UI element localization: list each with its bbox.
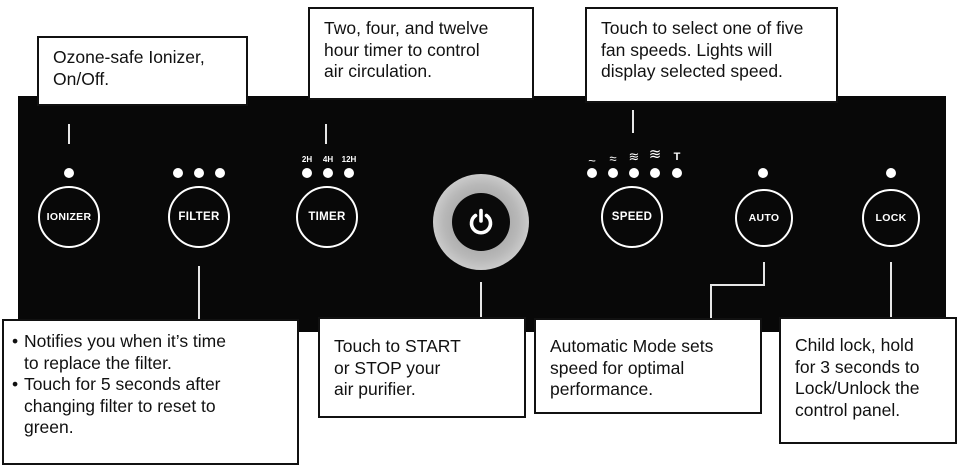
timer-button[interactable]: TIMER (296, 186, 358, 248)
speed-label-turbo: T (673, 151, 681, 163)
leader-line-power (480, 282, 482, 319)
leader-line-timer (325, 124, 327, 144)
filter-indicator-light-2 (194, 168, 204, 178)
leader-line-speed (632, 110, 634, 133)
callout-auto: Automatic Mode sets speed for optimal pe… (534, 318, 762, 414)
callout-power-text: Touch to START or STOP your air purifier… (334, 336, 461, 399)
power-button[interactable] (452, 193, 510, 251)
filter-button[interactable]: FILTER (168, 186, 230, 248)
callout-lock: Child lock, hold for 3 seconds to Lock/U… (779, 317, 957, 444)
timer-indicator-light-2h (302, 168, 312, 178)
lock-button[interactable]: LOCK (862, 189, 920, 247)
leader-line-filter (198, 266, 200, 321)
speed-indicator-light-2 (608, 168, 618, 178)
auto-indicator-light (758, 168, 768, 178)
speed-indicator-light-1 (587, 168, 597, 178)
callout-speed-text: Touch to select one of five fan speeds. … (601, 18, 804, 81)
leader-line-auto-v1 (763, 262, 765, 285)
leader-line-auto-h (710, 284, 765, 286)
timer-indicator-light-12h (344, 168, 354, 178)
callout-filter: Notifies you when it’s time to replace t… (2, 319, 299, 465)
callout-power: Touch to START or STOP your air purifier… (318, 317, 526, 418)
leader-line-lock (890, 262, 892, 319)
timer-label-4h: 4H (322, 155, 334, 164)
leader-line-ionizer (68, 124, 70, 144)
callout-auto-text: Automatic Mode sets speed for optimal pe… (550, 336, 714, 399)
callout-filter-item-2: Touch for 5 seconds after changing filte… (12, 374, 297, 439)
speed-label-2: ≈ (609, 151, 617, 166)
speed-indicator-light-3 (629, 168, 639, 178)
speed-label-1: ~ (588, 153, 596, 168)
speed-indicator-light-turbo (672, 168, 682, 178)
timer-label-12h: 12H (341, 155, 357, 164)
callout-timer: Two, four, and twelve hour timer to cont… (308, 7, 534, 100)
callout-ionizer-text: Ozone-safe Ionizer, On/Off. (53, 47, 205, 89)
callout-timer-text: Two, four, and twelve hour timer to cont… (324, 18, 489, 81)
ionizer-indicator-light (64, 168, 74, 178)
callout-filter-item-1: Notifies you when it’s time to replace t… (12, 331, 297, 374)
callout-filter-list: Notifies you when it’s time to replace t… (12, 331, 297, 439)
auto-button[interactable]: AUTO (735, 189, 793, 247)
ionizer-button[interactable]: IONIZER (38, 186, 100, 248)
speed-label-4: ≋ (648, 146, 662, 163)
filter-indicator-light-3 (215, 168, 225, 178)
leader-line-auto-v2 (710, 284, 712, 320)
callout-ionizer: Ozone-safe Ionizer, On/Off. (37, 36, 248, 106)
timer-label-2h: 2H (301, 155, 313, 164)
callout-lock-text: Child lock, hold for 3 seconds to Lock/U… (795, 335, 920, 420)
speed-indicator-light-4 (650, 168, 660, 178)
timer-indicator-light-4h (323, 168, 333, 178)
callout-speed: Touch to select one of five fan speeds. … (585, 7, 838, 103)
speed-label-3: ≋ (628, 149, 640, 164)
speed-button[interactable]: SPEED (601, 186, 663, 248)
filter-indicator-light-1 (173, 168, 183, 178)
power-icon (469, 208, 493, 235)
lock-indicator-light (886, 168, 896, 178)
